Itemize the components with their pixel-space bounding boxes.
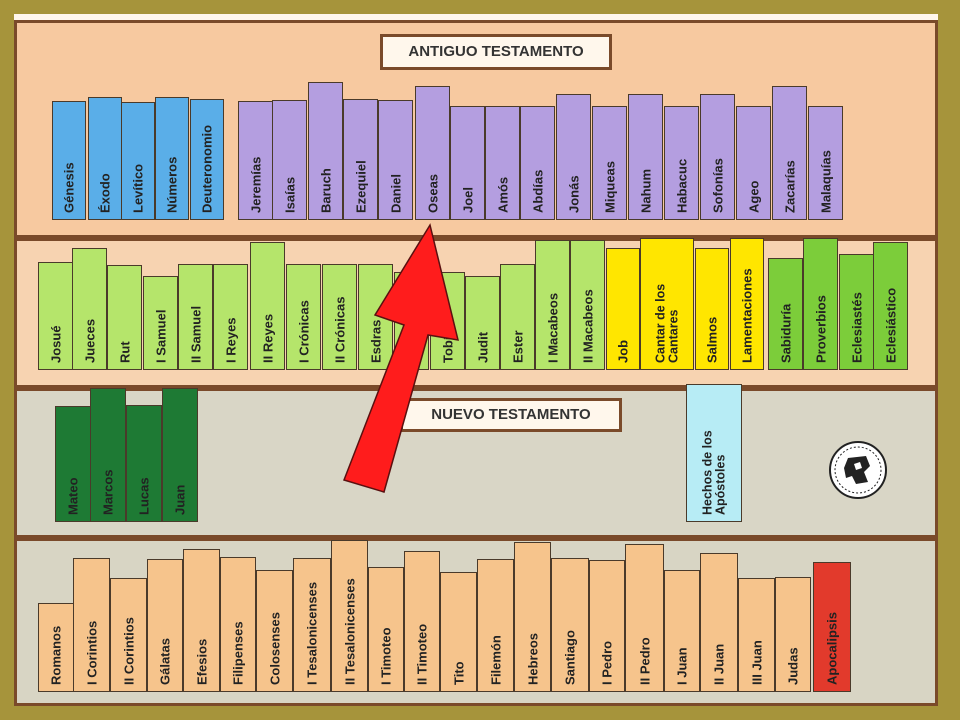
book-nahum: Nahum <box>628 94 663 220</box>
book-jonas: Jonás <box>556 94 591 220</box>
book-i-cronicas: I Crónicas <box>286 264 321 370</box>
book-i-samuel: I Samuel <box>143 276 178 370</box>
book-ester: Ester <box>500 264 535 370</box>
book-i-corintios: I Corintios <box>73 558 110 692</box>
book-i-tesalonicenses: I Tesalonicenses <box>293 558 331 692</box>
book-ii-tesalonicenses: II Tesalonicenses <box>331 540 368 692</box>
book-ii-cronicas: II Crónicas <box>322 264 357 370</box>
bookshelf-frame: ANTIGUO TESTAMENTO NUEVO TESTAMENTO Géne… <box>14 14 938 706</box>
book-exodo: Éxodo <box>88 97 122 220</box>
book-romanos: Romanos <box>38 603 74 692</box>
book-ageo: Ageo <box>736 106 771 220</box>
book-sofonias: Sofonías <box>700 94 735 220</box>
book-deuteronomio: Deuteronomio <box>190 99 224 220</box>
book-josue: Josué <box>38 262 73 370</box>
book-santiago: Santiago <box>551 558 589 692</box>
book-ii-macabeos: II Macabeos <box>570 240 605 370</box>
book-ii-pedro: II Pedro <box>625 544 664 692</box>
book-ezequiel: Ezequiel <box>343 99 378 220</box>
seal-icon <box>829 441 887 499</box>
book-zacarias: Zacarías <box>772 86 807 220</box>
book-lucas: Lucas <box>126 405 162 522</box>
book-numeros: Números <box>155 97 189 220</box>
book-isaias: Isaías <box>272 100 307 220</box>
book-galatas: Gálatas <box>147 559 183 692</box>
book-rut: Rut <box>107 265 142 370</box>
book-salmos: Salmos <box>695 248 729 370</box>
book-ii-samuel: II Samuel <box>178 264 213 370</box>
book-hechos-de-los-apostoles: Hechos de los Apóstoles <box>686 384 742 522</box>
book-tito: Tito <box>440 572 477 692</box>
book-i-juan: I Juan <box>664 570 700 692</box>
book-ii-juan: II Juan <box>700 553 738 692</box>
book-marcos: Marcos <box>90 388 126 522</box>
book-oseas: Oseas <box>415 86 450 220</box>
book-habacuc: Habacuc <box>664 106 699 220</box>
book-filipenses: Filipenses <box>220 557 256 692</box>
book-ii-corintios: II Corintios <box>110 578 147 692</box>
book-sabiduria: Sabiduría <box>768 258 803 370</box>
book-hebreos: Hebreos <box>514 542 551 692</box>
book-lamentaciones: Lamentaciones <box>730 238 764 370</box>
book-eclesiastes: Eclesiastés <box>839 254 874 370</box>
book-baruch: Baruch <box>308 82 343 220</box>
book-amos: Amós <box>485 106 520 220</box>
book-joel: Joel <box>450 106 485 220</box>
book-efesios: Efesios <box>183 549 220 692</box>
book-apocalipsis: Apocalipsis <box>813 562 851 692</box>
book-job: Job <box>606 248 640 370</box>
book-i-reyes: I Reyes <box>213 264 248 370</box>
book-i-pedro: I Pedro <box>589 560 625 692</box>
book-genesis: Génesis <box>52 101 86 220</box>
book-juan: Juan <box>162 388 198 522</box>
book-daniel: Daniel <box>378 100 413 220</box>
book-jueces: Jueces <box>72 248 107 370</box>
book-i-macabeos: I Macabeos <box>535 240 570 370</box>
book-cantar-de-los-cantares: Cantar de los Cantares <box>640 238 694 370</box>
book-ii-timoteo: II Timoteo <box>404 551 440 692</box>
book-eclesiastico: Eclesiástico <box>873 242 908 370</box>
red-arrow-shape <box>343 223 459 493</box>
book-malaquias: Malaquías <box>808 106 843 220</box>
book-iii-juan: III Juan <box>738 578 775 692</box>
book-judas: Judas <box>775 577 811 692</box>
book-miqueas: Miqueas <box>592 106 627 220</box>
book-levitico: Levítico <box>121 102 155 220</box>
old-testament-title: ANTIGUO TESTAMENTO <box>380 34 612 70</box>
book-filemon: Filemón <box>477 559 514 692</box>
book-proverbios: Proverbios <box>803 238 838 370</box>
book-ii-reyes: II Reyes <box>250 242 285 370</box>
book-abdias: Abdías <box>520 106 555 220</box>
book-colosenses: Colosenses <box>256 570 293 692</box>
book-i-timoteo: I Timoteo <box>368 567 404 692</box>
book-judit: Judit <box>465 276 500 370</box>
